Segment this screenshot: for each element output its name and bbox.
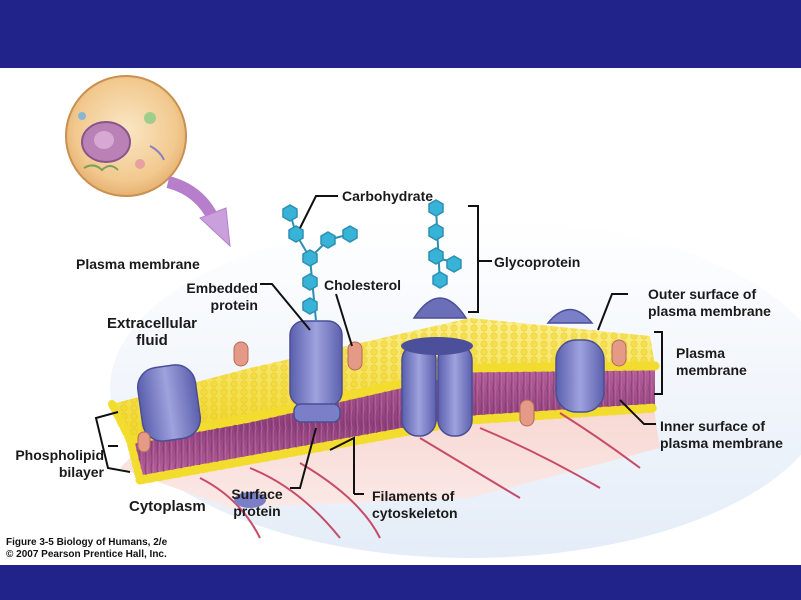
label-embedded-protein: Embedded protein <box>168 280 258 314</box>
label-inner-surface-line2: plasma membrane <box>660 435 783 451</box>
label-phospholipid-bilayer: Phospholipid bilayer <box>4 447 104 481</box>
label-plasma-membrane-right-line2: membrane <box>676 362 747 378</box>
label-filaments-line2: cytoskeleton <box>372 505 458 521</box>
figure-caption-line1: Figure 3-5 Biology of Humans, 2/e <box>6 537 168 548</box>
channel-protein <box>401 337 473 437</box>
embedded-protein <box>289 320 343 423</box>
label-phospholipid-line2: bilayer <box>58 464 104 480</box>
embedded-protein-right <box>555 339 605 413</box>
embedded-protein-left <box>136 364 202 442</box>
bottom-banner <box>0 565 801 600</box>
label-plasma-membrane-right-line1: Plasma <box>676 345 726 361</box>
label-surface-protein-line1: Surface <box>231 486 283 502</box>
label-glycoprotein: Glycoprotein <box>494 254 581 270</box>
top-banner <box>0 0 801 68</box>
label-cholesterol: Cholesterol <box>324 277 402 293</box>
label-cytoplasm: Cytoplasm <box>129 498 206 515</box>
cholesterol-molecules <box>137 339 627 453</box>
cell-inset <box>65 75 187 197</box>
label-extracellular-line2: fluid <box>136 332 168 349</box>
label-inner-surface-line1: Inner surface of <box>660 418 766 434</box>
label-carbohydrate: Carbohydrate <box>342 188 434 204</box>
label-embedded-protein-line1: Embedded <box>186 280 258 296</box>
membrane-figure: Carbohydrate Glycoprotein Plasma membran… <box>0 68 801 565</box>
figure-caption: Figure 3-5 Biology of Humans, 2/e © 2007… <box>6 537 167 561</box>
label-phospholipid-line1: Phospholipid <box>15 447 104 463</box>
carbohydrate-chain-right <box>428 199 462 289</box>
label-outer-surface-line2: plasma membrane <box>648 303 771 319</box>
label-surface-protein: Surface protein <box>222 486 292 520</box>
label-outer-surface-line1: Outer surface of <box>648 286 757 302</box>
label-extracellular-fluid: Extracellular fluid <box>100 315 204 349</box>
label-extracellular-line1: Extracellular <box>106 315 198 332</box>
figure-caption-line2: © 2007 Pearson Prentice Hall, Inc. <box>6 549 167 560</box>
label-filaments-line1: Filaments of <box>372 488 455 504</box>
label-plasma-membrane-right: Plasma membrane <box>676 345 747 379</box>
membrane-diagram <box>65 75 801 558</box>
cytoskeleton-filaments <box>199 412 641 539</box>
leader-lines <box>94 195 663 495</box>
label-surface-protein-line2: protein <box>233 503 281 519</box>
label-outer-surface: Outer surface of plasma membrane <box>648 286 771 320</box>
label-inner-surface: Inner surface of plasma membrane <box>660 418 783 452</box>
label-embedded-protein-line2: protein <box>210 297 258 313</box>
carbohydrate-chain-left <box>282 204 358 322</box>
label-filaments-cytoskeleton: Filaments of cytoskeleton <box>372 488 458 522</box>
label-plasma-membrane-top: Plasma membrane <box>76 256 200 272</box>
